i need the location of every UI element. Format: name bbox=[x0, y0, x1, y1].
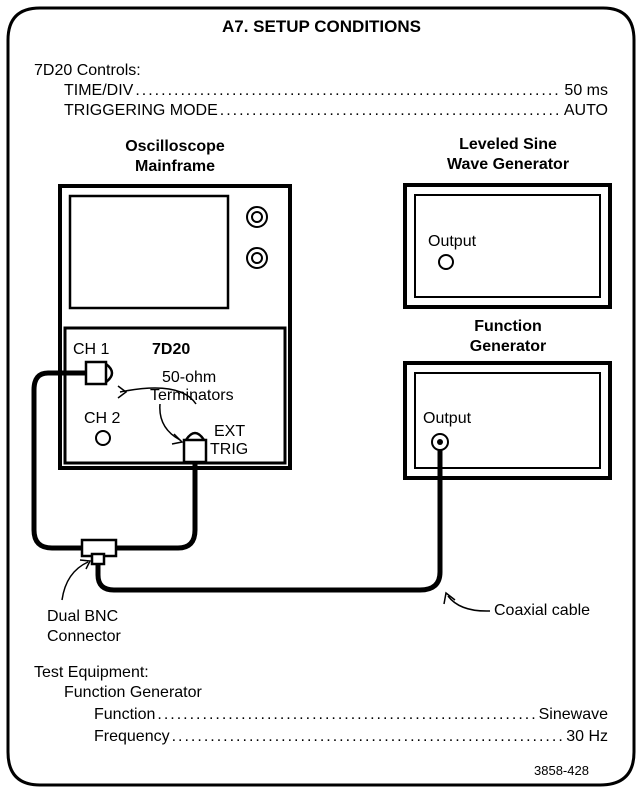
ext-label: EXT bbox=[214, 423, 246, 440]
page-title: A7. SETUP CONDITIONS bbox=[222, 17, 421, 36]
test-equipment-device: Function Generator bbox=[64, 684, 202, 701]
control-value: 50 ms bbox=[564, 82, 608, 99]
test-label: Function bbox=[94, 706, 156, 723]
ext-trig-terminator bbox=[182, 431, 208, 464]
terminators-label-2: Terminators bbox=[150, 387, 234, 404]
coaxial-cable bbox=[95, 450, 443, 593]
test-value: Sinewave bbox=[538, 706, 608, 723]
outer-border bbox=[6, 6, 636, 787]
cable-ext-trig bbox=[116, 462, 198, 551]
cable-ch1 bbox=[31, 370, 86, 551]
test-row-function: Function Sinewave bbox=[94, 706, 608, 724]
control-row-timediv: TIME/DIV 50 ms bbox=[64, 82, 608, 100]
connector-label-1: Dual BNC bbox=[47, 608, 119, 625]
function-generator-label-1: Function bbox=[474, 318, 542, 335]
trig-label: TRIG bbox=[210, 441, 249, 458]
control-row-triggering: TRIGGERING MODE AUTO bbox=[64, 102, 608, 120]
test-equipment-heading: Test Equipment: bbox=[34, 664, 149, 681]
test-label: Frequency bbox=[94, 728, 170, 745]
function-generator-label-2: Generator bbox=[469, 338, 547, 355]
ch2-label: CH 2 bbox=[84, 410, 121, 427]
sine-generator-label-2: Wave Generator bbox=[446, 156, 570, 173]
plugin-7d20 bbox=[63, 326, 287, 465]
test-row-frequency: Frequency 30 Hz bbox=[94, 728, 608, 746]
knob-upper bbox=[246, 206, 268, 228]
plugin-name: 7D20 bbox=[152, 341, 191, 358]
function-output-label: Output bbox=[423, 410, 472, 427]
test-value: 30 Hz bbox=[566, 728, 608, 745]
sine-generator-label-1: Leveled Sine bbox=[459, 136, 557, 153]
function-generator-box bbox=[403, 361, 612, 480]
knob-lower bbox=[246, 247, 268, 269]
dual-bnc-connector bbox=[80, 538, 118, 566]
connector-label-2: Connector bbox=[47, 628, 121, 645]
crt-screen bbox=[68, 194, 230, 310]
sine-output-label: Output bbox=[428, 233, 477, 250]
figure-number: 3858-428 bbox=[534, 763, 589, 778]
terminators-label-1: 50-ohm bbox=[162, 369, 217, 386]
oscilloscope-label-2: Mainframe bbox=[134, 158, 216, 175]
control-value: AUTO bbox=[563, 102, 608, 119]
sine-output-connector bbox=[438, 254, 454, 270]
oscilloscope-mainframe bbox=[58, 184, 292, 470]
oscilloscope-label-1: Oscilloscope bbox=[125, 138, 225, 155]
cable-label-arrow bbox=[447, 595, 491, 612]
sine-generator-box bbox=[403, 183, 612, 309]
control-label: TIME/DIV bbox=[64, 82, 134, 99]
terminator-arrow bbox=[119, 387, 197, 441]
ch1-terminator bbox=[84, 360, 114, 386]
ch1-label: CH 1 bbox=[73, 341, 110, 358]
controls-heading: 7D20 Controls: bbox=[34, 62, 141, 79]
ch2-connector bbox=[95, 430, 111, 446]
cable-label: Coaxial cable bbox=[494, 602, 591, 619]
control-label: TRIGGERING MODE bbox=[64, 102, 218, 119]
bnc-label-arrow bbox=[61, 561, 89, 601]
